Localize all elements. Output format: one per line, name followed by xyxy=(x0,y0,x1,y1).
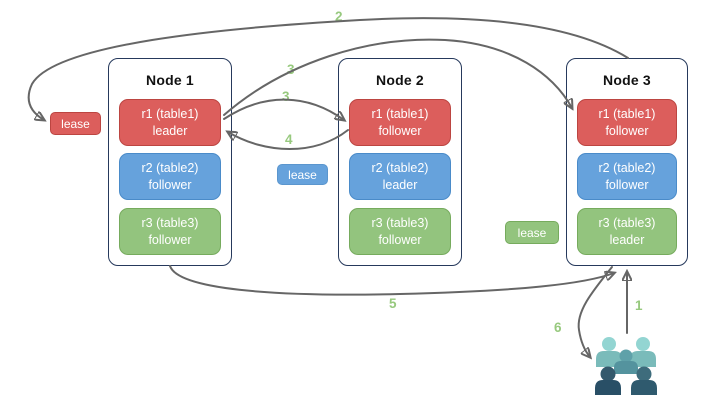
replica-label: r3 (table3) xyxy=(141,216,199,231)
arrow-step-5-node1-to-node3 xyxy=(169,265,614,296)
replica-label: r1 (table1) xyxy=(371,107,429,122)
replica-label: r3 (table3) xyxy=(598,216,656,231)
replica-role: follower xyxy=(605,123,649,138)
step-label-3b: 3 xyxy=(282,89,290,104)
user-middle-icon xyxy=(614,349,638,374)
replica-role: follower xyxy=(148,177,192,192)
user-back-right-icon xyxy=(630,337,656,367)
node-1: Node 1 r1 (table1) leader r2 (table2) fo… xyxy=(108,58,232,266)
replica-role: follower xyxy=(378,232,422,247)
node-2-replica-r1: r1 (table1) follower xyxy=(349,99,451,146)
step-label-4: 4 xyxy=(285,132,293,147)
node-3-replica-r3: r3 (table3) leader xyxy=(577,208,677,255)
lease-badge-table2: lease xyxy=(277,164,328,185)
replica-role: leader xyxy=(152,123,188,138)
node-3-replica-r1: r1 (table1) follower xyxy=(577,99,677,146)
replica-role: follower xyxy=(605,177,649,192)
node-1-replica-r2: r2 (table2) follower xyxy=(119,153,221,200)
replica-label: r2 (table2) xyxy=(371,161,429,176)
step-label-2: 2 xyxy=(335,9,343,24)
node-1-replica-r3: r3 (table3) follower xyxy=(119,208,221,255)
replica-label: r2 (table2) xyxy=(141,161,199,176)
node-1-title: Node 1 xyxy=(146,72,194,88)
step-label-1: 1 xyxy=(635,298,643,313)
replica-role: follower xyxy=(148,232,192,247)
replica-role: leader xyxy=(609,232,645,247)
node-1-replica-r1: r1 (table1) leader xyxy=(119,99,221,146)
node-3: Node 3 r1 (table1) follower r2 (table2) … xyxy=(566,58,688,266)
lease-badge-table3: lease xyxy=(505,221,559,244)
replica-role: follower xyxy=(378,123,422,138)
node-3-replica-r2: r2 (table2) follower xyxy=(577,153,677,200)
step-label-6: 6 xyxy=(554,320,562,335)
node-2-replica-r3: r3 (table3) follower xyxy=(349,208,451,255)
node-2-title: Node 2 xyxy=(376,72,424,88)
node-2: Node 2 r1 (table1) follower r2 (table2) … xyxy=(338,58,462,266)
replica-label: r2 (table2) xyxy=(598,161,656,176)
node-2-replica-r2: r2 (table2) leader xyxy=(349,153,451,200)
node-3-title: Node 3 xyxy=(603,72,651,88)
replica-role: leader xyxy=(382,177,418,192)
user-front-right-icon xyxy=(631,366,657,395)
replica-label: r1 (table1) xyxy=(141,107,199,122)
users-icon xyxy=(595,337,657,395)
replica-label: r1 (table1) xyxy=(598,107,656,122)
lease-badge-table1: lease xyxy=(50,112,101,135)
step-label-5: 5 xyxy=(389,296,397,311)
step-label-3a: 3 xyxy=(287,62,295,77)
replica-label: r3 (table3) xyxy=(371,216,429,231)
user-front-left-icon xyxy=(595,366,621,395)
